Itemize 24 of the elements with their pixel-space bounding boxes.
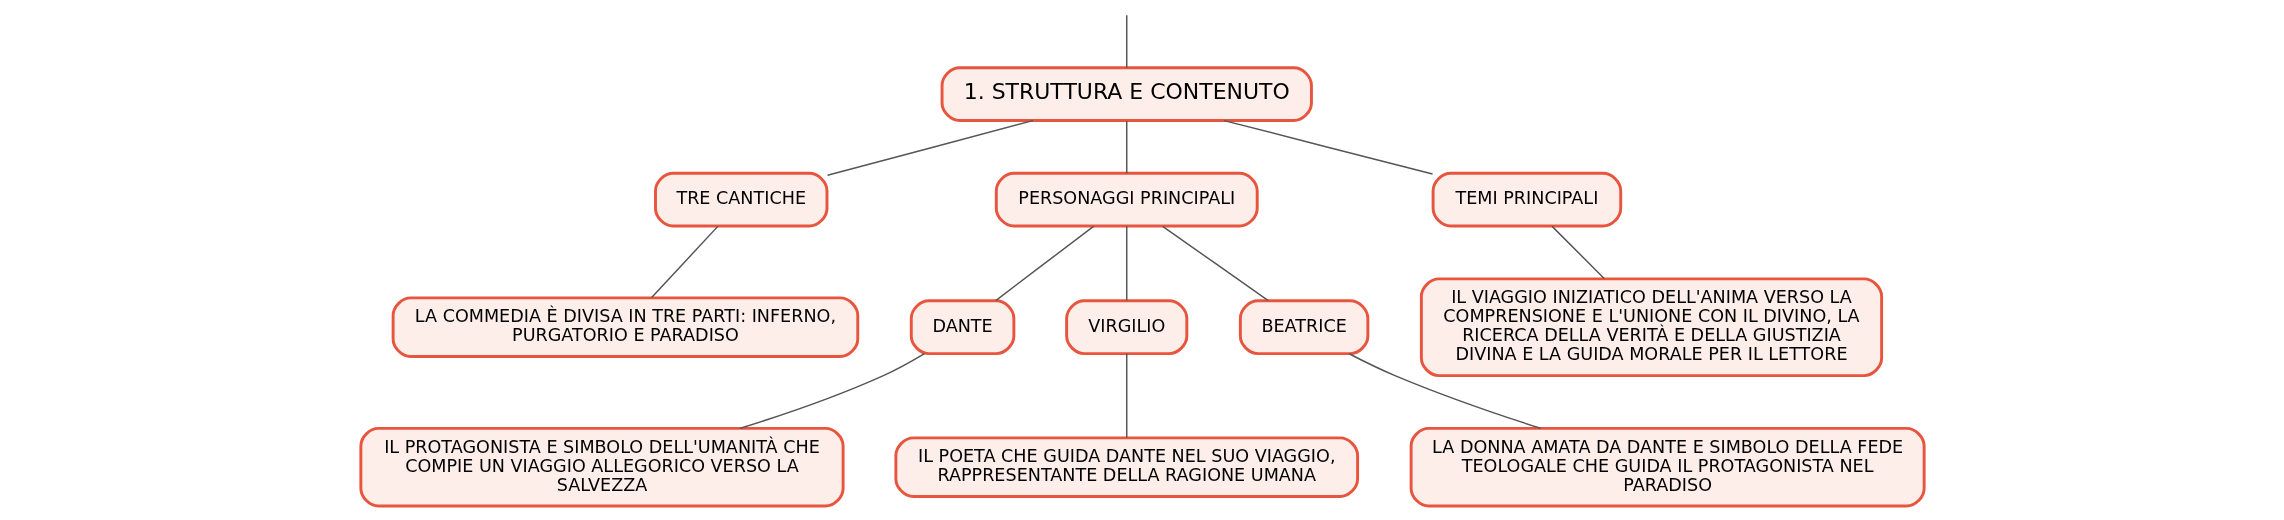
connector	[826, 119, 1034, 176]
connector	[1222, 119, 1433, 175]
connector	[994, 225, 1094, 302]
node-box: IL PROTAGONISTA E SIMBOLO DELL'UMANITÀ CHE COMPIE UN VIAGGIO ALLEGORICO VERSO LA SALVEZZA	[358, 426, 845, 508]
connector	[1125, 120, 1127, 174]
node-box: VIRGILIO	[1064, 299, 1188, 356]
node-box: BEATRICE	[1238, 299, 1369, 356]
node-box: IL POETA CHE GUIDA DANTE NEL SUO VIAGGIO, RAPPRESENTANTE DELLA RAGIONE UMANA	[893, 436, 1359, 498]
connector	[1550, 225, 1605, 280]
connector	[1125, 225, 1127, 302]
connector	[739, 352, 925, 429]
node-box: DANTE	[909, 299, 1015, 356]
connector	[1125, 353, 1127, 439]
connector	[1347, 353, 1541, 430]
connector	[1161, 225, 1269, 302]
node-box: 1. STRUTTURA E CONTENUTO	[940, 66, 1313, 122]
node-box: IL VIAGGIO INIZIATICO DELL'ANIMA VERSO LA COMPRENSIONE E L'UNIONE CON IL DIVINO, LA RICERCA DELLA VERITÀ E DELLA GIUSTIZIA DIVINA E LA GUIDA MORALE PER IL LETTORE	[1419, 277, 1883, 378]
node-box: PERSONAGGI PRINCIPALI	[994, 171, 1259, 228]
node-box: LA DONNA AMATA DA DANTE E SIMBOLO DELLA FEDE TEOLOGALE CHE GUIDA IL PROTAGONISTA NEL PARADISO	[1409, 426, 1926, 508]
connector	[1125, 14, 1127, 69]
node-box: TEMI PRINCIPALI	[1431, 171, 1622, 228]
node-box: TRE CANTICHE	[653, 171, 828, 228]
node-box: LA COMMEDIA È DIVISA IN TRE PARTI: INFERNO, PURGATORIO E PARADISO	[391, 296, 859, 358]
connector	[650, 225, 719, 299]
